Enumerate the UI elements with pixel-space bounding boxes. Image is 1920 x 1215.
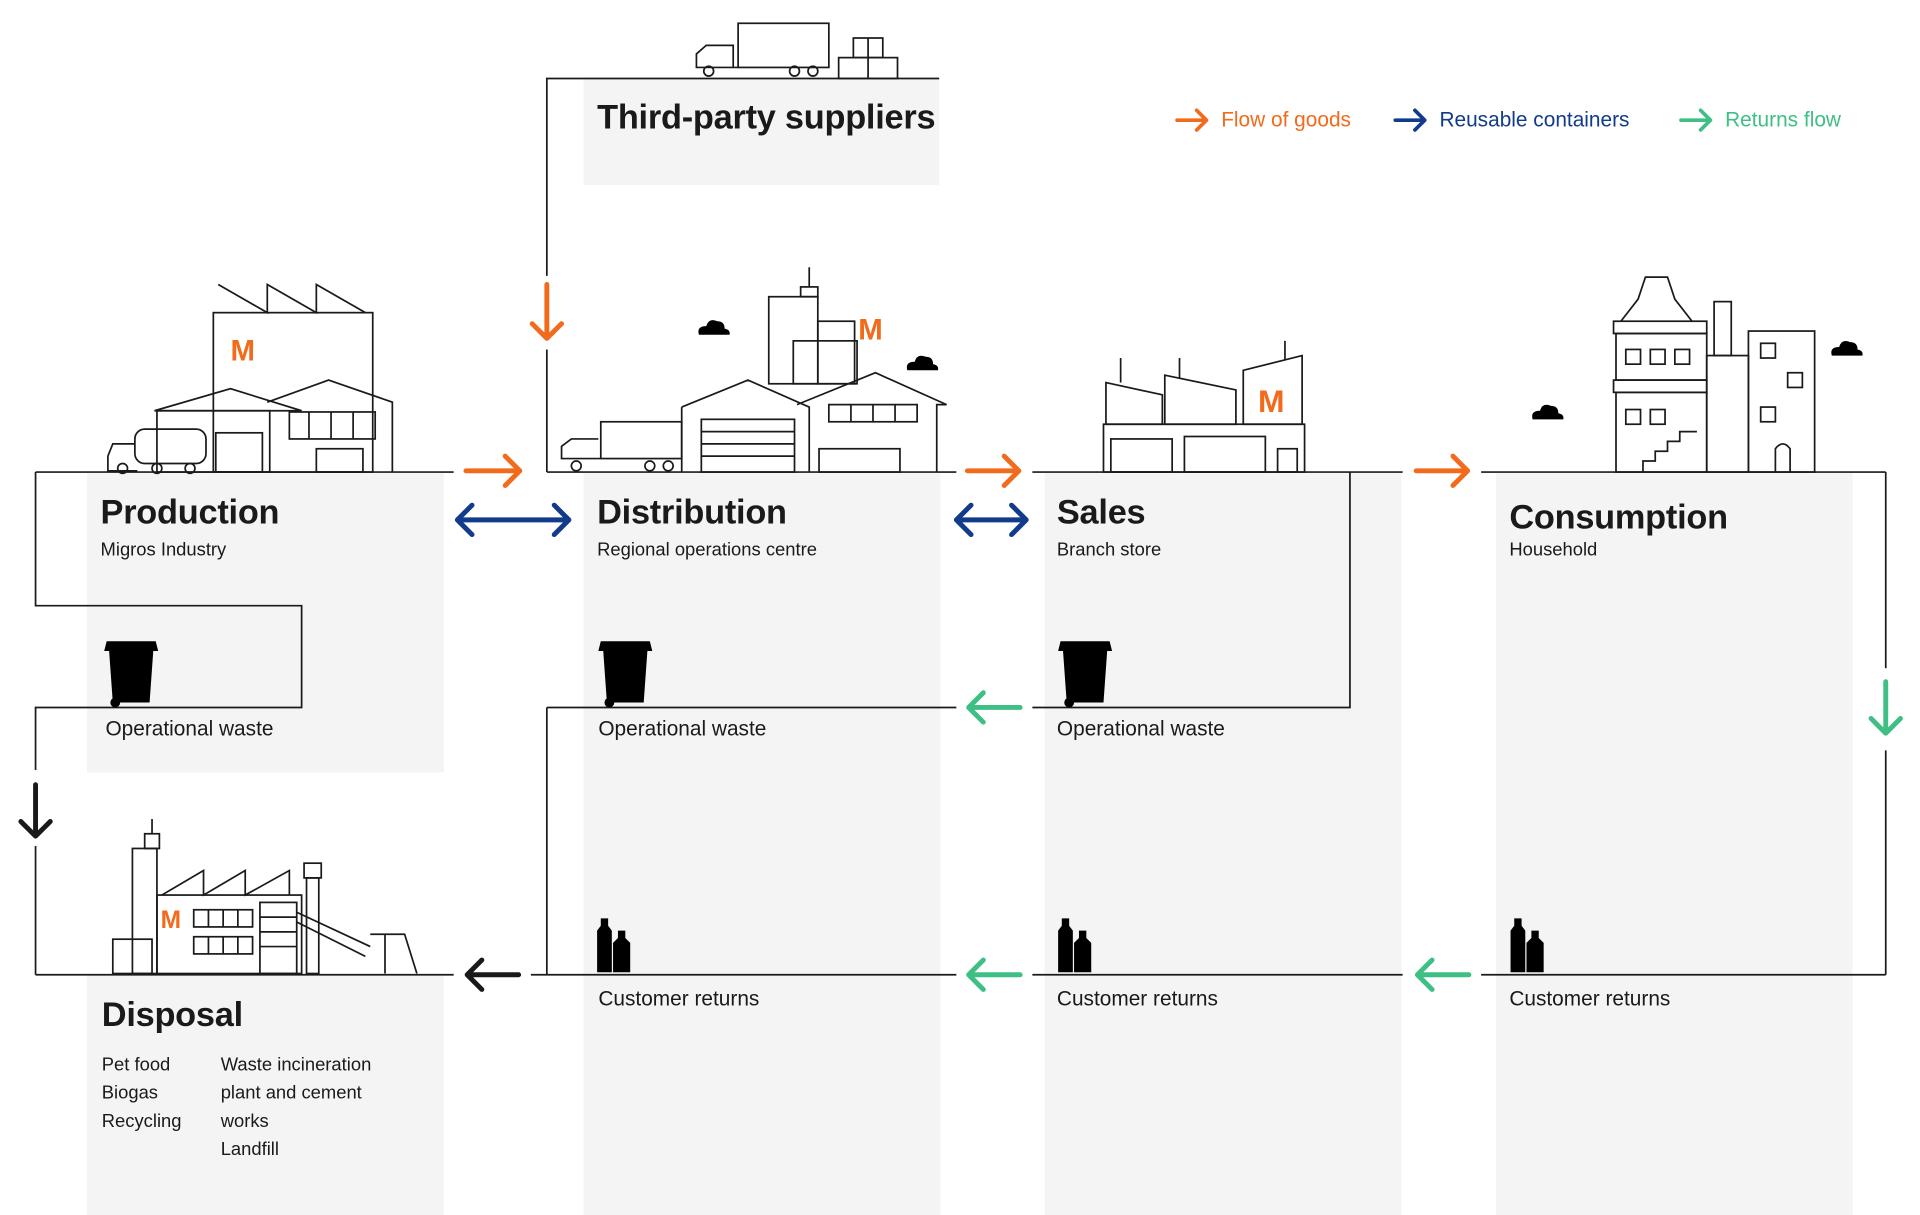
goods-arrow-suppliers [529, 282, 565, 341]
legend-goods: Flow of goods [1175, 105, 1351, 134]
consumption-returns-label: Customer returns [1509, 987, 1671, 1011]
factory-icon [107, 282, 394, 475]
distribution-subtitle: Regional operations centre [597, 539, 817, 561]
sales-panel [1044, 473, 1402, 1215]
production-waste-label: Operational waste [105, 717, 274, 741]
legend-returns: Returns flow [1679, 105, 1841, 134]
green-arrow-icon [1679, 108, 1713, 132]
cloud-icon [906, 355, 939, 371]
migros-logo-plant: M [161, 907, 181, 934]
blue-arrow-icon [1393, 108, 1427, 132]
disposal-arrow-distribution [464, 957, 522, 992]
returns-arrow-waste [966, 690, 1023, 725]
warehouse-icon [560, 267, 947, 473]
store-icon [1102, 340, 1306, 473]
cloud-icon [1831, 340, 1863, 356]
disposal-item: works [220, 1110, 269, 1132]
consumption-title: Consumption [1509, 497, 1728, 536]
waste-bin-icon [1058, 641, 1113, 708]
disposal-item: Recycling [101, 1110, 182, 1132]
production-title: Production [100, 492, 280, 531]
bottles-icon [1510, 918, 1544, 973]
disposal-item: Biogas [101, 1082, 159, 1104]
production-panel [87, 473, 444, 773]
legend-reusable-label: Reusable containers [1439, 107, 1630, 132]
suppliers-title: Third-party suppliers [597, 98, 936, 137]
disposal-panel [87, 974, 444, 1215]
reusable-arrows [454, 502, 1029, 538]
goods-arrow-sales [1413, 453, 1471, 488]
returns-arrow-sales [966, 957, 1023, 992]
disposal-item: Landfill [220, 1139, 279, 1160]
migros-logo: M [231, 334, 256, 367]
sales-waste-label: Operational waste [1056, 717, 1225, 741]
cloud-icon [1532, 404, 1564, 420]
cloud-icon [698, 320, 730, 335]
reusable-arrow-2 [953, 502, 1029, 538]
disposal-title: Disposal [101, 995, 243, 1034]
distribution-waste-label: Operational waste [598, 717, 767, 741]
disposal-arrows [18, 782, 522, 992]
sales-subtitle: Branch store [1056, 539, 1162, 561]
production-subtitle: Migros Industry [100, 539, 227, 561]
consumption-panel [1495, 473, 1853, 1215]
sales-returns-label: Customer returns [1056, 987, 1218, 1011]
incineration-plant-icon [111, 819, 418, 975]
returns-arrow-consumption [1414, 957, 1472, 992]
returns-arrow-household [1868, 679, 1903, 736]
suppliers-panel [583, 79, 940, 186]
waste-bin-icon [104, 641, 159, 708]
legend-goods-label: Flow of goods [1221, 107, 1351, 132]
bottles-icon [597, 918, 631, 973]
legend-returns-label: Returns flow [1725, 107, 1841, 132]
returns-arrows [966, 679, 1903, 992]
truck-icon [695, 22, 899, 80]
legend-reusable: Reusable containers [1393, 105, 1630, 134]
consumption-subtitle: Household [1509, 539, 1598, 561]
goods-arrows [463, 282, 1471, 488]
migros-logo-store: M [1258, 383, 1285, 419]
distribution-returns-label: Customer returns [598, 987, 760, 1011]
orange-arrow-icon [1175, 108, 1209, 132]
sales-title: Sales [1056, 492, 1146, 531]
bottles-icon [1058, 918, 1092, 973]
house-icon [1612, 276, 1816, 473]
disposal-item: Waste incineration [220, 1054, 372, 1076]
waste-bin-icon [598, 641, 653, 708]
goods-arrow-production [463, 453, 523, 488]
goods-arrow-distribution [964, 453, 1022, 488]
distribution-title: Distribution [597, 492, 787, 531]
disposal-item: Pet food [101, 1054, 171, 1076]
reusable-arrow-1 [454, 502, 572, 538]
disposal-arrow-production [18, 782, 53, 839]
distribution-panel [583, 473, 941, 1215]
migros-logo-distribution: M [858, 314, 883, 347]
disposal-item: plant and cement [220, 1082, 362, 1104]
